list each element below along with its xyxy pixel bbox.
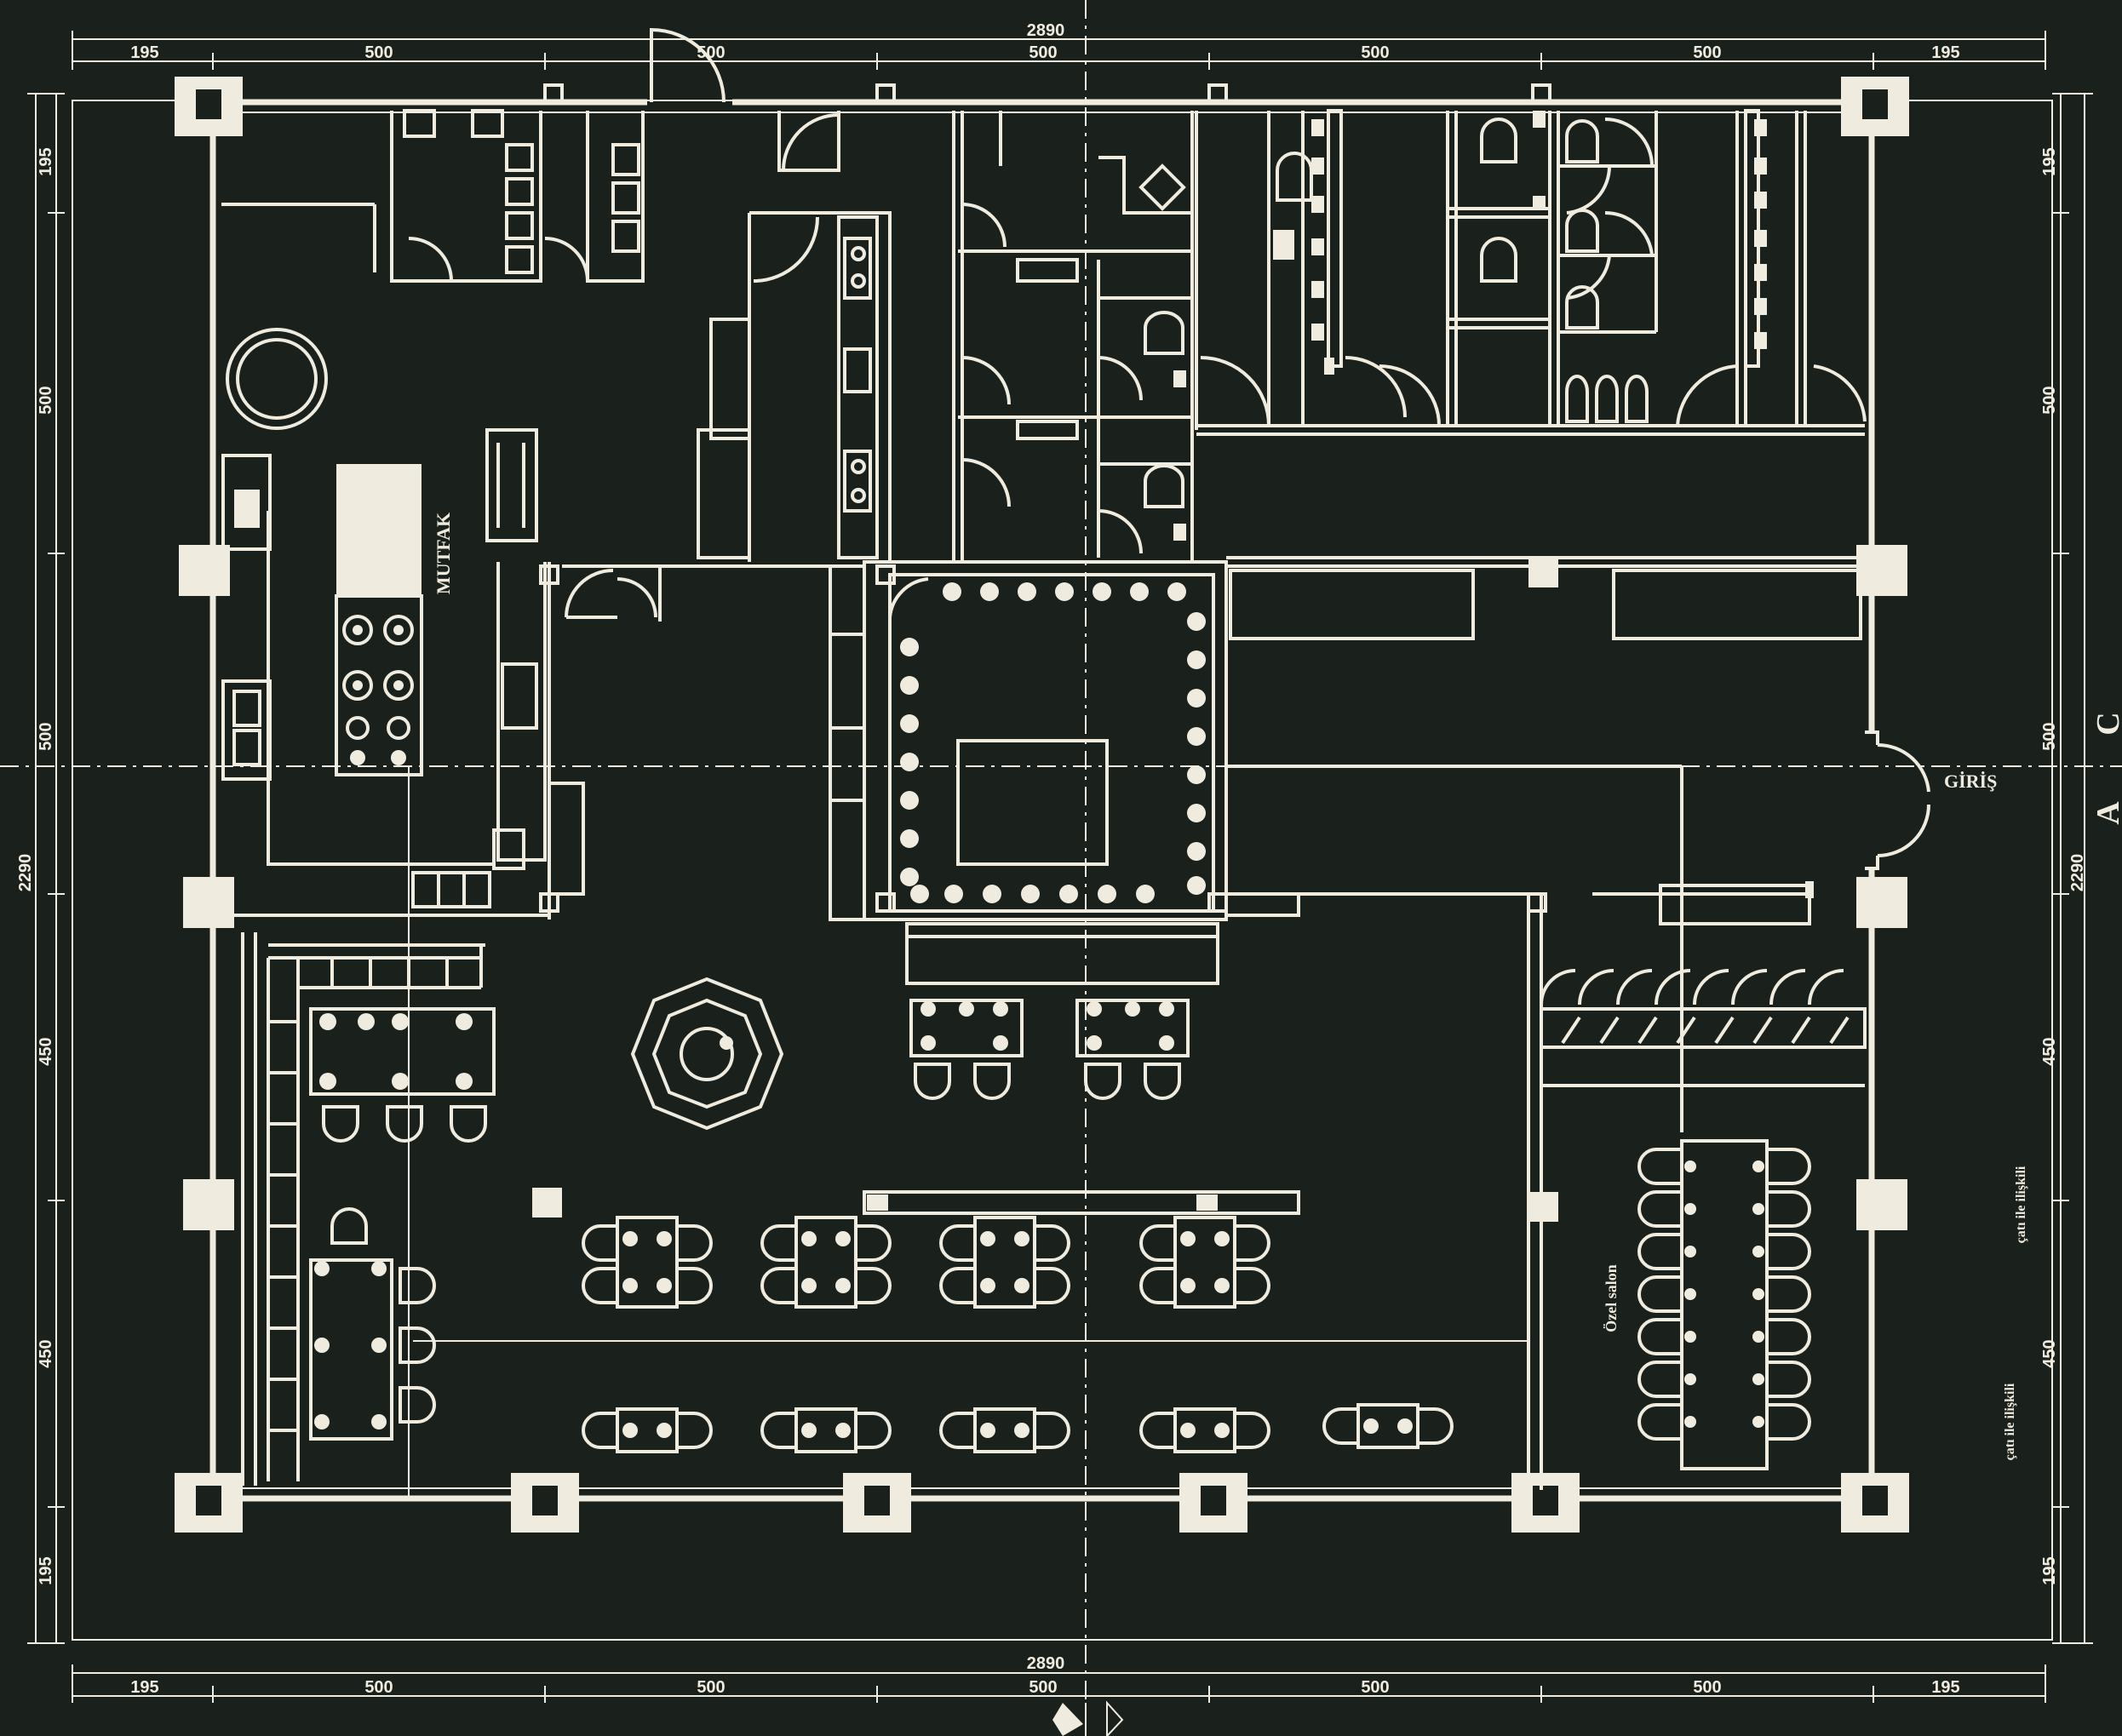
right-segment-dimensions: 195 500 500 450 450 195 bbox=[2040, 147, 2059, 1584]
svg-text:500: 500 bbox=[697, 43, 725, 62]
table-group-bar-left bbox=[909, 999, 1024, 1100]
structural-columns bbox=[175, 77, 1909, 1533]
table-group-left-bottom bbox=[309, 1207, 436, 1441]
entrance-door[interactable] bbox=[1865, 730, 1930, 870]
table-4-seat-3 bbox=[939, 1216, 1070, 1309]
bar-counters bbox=[1224, 556, 1865, 1490]
roof-note-top: çatı ile ilişkili bbox=[2014, 1166, 2028, 1243]
entrance-bench bbox=[1592, 881, 1814, 925]
bottom-segment-dimensions: 195 500 500 500 500 500 195 bbox=[130, 1678, 1959, 1697]
svg-text:500: 500 bbox=[1029, 43, 1057, 62]
table-2-seat-4 bbox=[1139, 1407, 1270, 1453]
svg-text:500: 500 bbox=[2040, 386, 2059, 414]
section-mark-bottom bbox=[1052, 1700, 1124, 1736]
left-total-dimension: 2290 bbox=[16, 854, 35, 892]
svg-text:500: 500 bbox=[1693, 1678, 1721, 1697]
long-counter-rail bbox=[532, 1188, 1558, 1222]
svg-text:195: 195 bbox=[2040, 147, 2059, 175]
svg-text:500: 500 bbox=[2040, 722, 2059, 750]
guide-lines bbox=[408, 766, 1528, 1498]
kitchen-doors[interactable] bbox=[562, 564, 839, 622]
svg-text:195: 195 bbox=[130, 43, 158, 62]
svg-text:450: 450 bbox=[2040, 1339, 2059, 1367]
svg-text:500: 500 bbox=[1361, 1678, 1389, 1697]
svg-text:500: 500 bbox=[37, 386, 55, 414]
table-4-seat-4 bbox=[1139, 1216, 1270, 1309]
svg-text:195: 195 bbox=[130, 1678, 158, 1697]
cloakroom-lockers bbox=[1540, 969, 1867, 1087]
courtyard-planter bbox=[829, 560, 1228, 985]
stove-burners bbox=[342, 615, 414, 765]
planter-flowers bbox=[900, 582, 1206, 903]
right-dimension-lines bbox=[2052, 93, 2093, 1644]
bottom-total-dimension: 2890 bbox=[1027, 1654, 1065, 1673]
svg-text:500: 500 bbox=[364, 43, 393, 62]
entrance-label: GİRİŞ bbox=[1944, 771, 1997, 792]
svg-text:500: 500 bbox=[364, 1678, 393, 1697]
table-group-bar-right bbox=[1075, 999, 1190, 1100]
svg-text:500: 500 bbox=[1693, 43, 1721, 62]
svg-text:450: 450 bbox=[37, 1339, 55, 1367]
svg-text:450: 450 bbox=[2040, 1037, 2059, 1065]
svg-text:500: 500 bbox=[37, 722, 55, 750]
left-dimension-lines bbox=[27, 93, 65, 1644]
left-storage-cabinets bbox=[241, 932, 485, 1486]
restrooms bbox=[1195, 109, 1867, 436]
svg-text:195: 195 bbox=[1931, 1678, 1959, 1697]
svg-text:500: 500 bbox=[1029, 1678, 1057, 1697]
section-mark-c: C bbox=[2090, 712, 2122, 735]
top-exit-door[interactable] bbox=[650, 27, 725, 103]
top-segment-dimensions: 195 500 500 500 500 500 195 bbox=[130, 43, 1959, 62]
table-2-seat-5 bbox=[1322, 1403, 1454, 1449]
section-mark-a: A bbox=[2090, 801, 2122, 825]
table-4-seat-1 bbox=[582, 1216, 713, 1309]
top-total-dimension: 2890 bbox=[1027, 21, 1065, 40]
table-2-seat-1 bbox=[582, 1407, 713, 1453]
private-hall-table bbox=[1637, 1139, 1811, 1470]
svg-text:195: 195 bbox=[37, 1556, 55, 1584]
table-4-seat-2 bbox=[760, 1216, 892, 1309]
top-dimension-lines bbox=[72, 31, 2046, 70]
svg-text:450: 450 bbox=[37, 1037, 55, 1065]
staff-toilets bbox=[952, 111, 1194, 562]
right-total-dimension: 2290 bbox=[2068, 854, 2087, 892]
drawing-border bbox=[72, 100, 2053, 1641]
svg-text:195: 195 bbox=[1931, 43, 1959, 62]
private-hall-label: Özel salon bbox=[1603, 1264, 1620, 1332]
svg-text:500: 500 bbox=[697, 1678, 725, 1697]
kitchen-area bbox=[221, 109, 645, 920]
table-group-left-top bbox=[309, 1007, 496, 1143]
service-corridor bbox=[697, 111, 892, 562]
svg-text:500: 500 bbox=[1361, 43, 1389, 62]
kitchen-label: MUTFAK bbox=[433, 513, 454, 594]
fountain bbox=[630, 977, 784, 1131]
svg-text:195: 195 bbox=[2040, 1556, 2059, 1584]
exterior-walls bbox=[209, 99, 1875, 1502]
table-2-seat-2 bbox=[760, 1407, 892, 1453]
svg-text:195: 195 bbox=[37, 147, 55, 175]
roof-note-bottom: çatı ile ilişkili bbox=[2003, 1383, 2017, 1460]
markers bbox=[539, 83, 1551, 913]
bottom-dimension-lines bbox=[72, 1664, 2046, 1703]
table-2-seat-3 bbox=[939, 1407, 1070, 1453]
left-segment-dimensions: 195 500 500 450 450 195 bbox=[37, 147, 55, 1584]
